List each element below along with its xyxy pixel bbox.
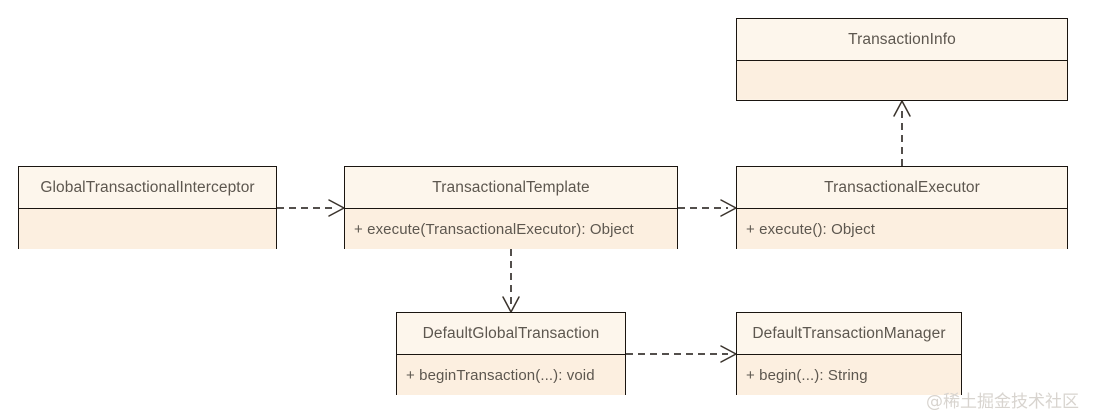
class-body-default-transaction-manager: + begin(...): String (737, 355, 961, 395)
class-name-global-transactional-interceptor: GlobalTransactionalInterceptor (40, 178, 255, 196)
class-header-default-global-transaction: DefaultGlobalTransaction (397, 313, 625, 355)
class-body-global-transactional-interceptor (19, 209, 276, 249)
class-name-default-transaction-manager: DefaultTransactionManager (752, 324, 946, 342)
class-body-transactional-template: + execute(TransactionalExecutor): Object (345, 209, 677, 249)
edge-template-to-default-global-transaction (502, 249, 520, 313)
class-member-execute: + execute(): Object (746, 220, 876, 238)
class-member-begin-transaction: + beginTransaction(...): void (406, 366, 595, 384)
class-header-transactional-template: TransactionalTemplate (345, 167, 677, 209)
class-member-execute: + execute(TransactionalExecutor): Object (354, 220, 634, 238)
watermark: @稀土掘金技术社区 (926, 392, 1079, 412)
class-box-default-global-transaction[interactable]: DefaultGlobalTransaction + beginTransact… (396, 312, 626, 395)
class-header-transaction-info: TransactionInfo (737, 19, 1067, 61)
class-body-default-global-transaction: + beginTransaction(...): void (397, 355, 625, 395)
class-box-default-transaction-manager[interactable]: DefaultTransactionManager + begin(...): … (736, 312, 962, 395)
class-header-default-transaction-manager: DefaultTransactionManager (737, 313, 961, 355)
class-body-transactional-executor: + execute(): Object (737, 209, 1067, 249)
edge-executor-to-info (893, 100, 911, 166)
edge-interceptor-to-template (277, 199, 345, 217)
edge-template-to-executor (678, 199, 737, 217)
class-box-global-transactional-interceptor[interactable]: GlobalTransactionalInterceptor (18, 166, 277, 249)
class-name-transactional-executor: TransactionalExecutor (824, 178, 980, 196)
class-body-transaction-info (737, 61, 1067, 99)
class-header-transactional-executor: TransactionalExecutor (737, 167, 1067, 209)
class-name-default-global-transaction: DefaultGlobalTransaction (422, 324, 600, 342)
class-header-global-transactional-interceptor: GlobalTransactionalInterceptor (19, 167, 276, 209)
class-box-transaction-info[interactable]: TransactionInfo (736, 18, 1068, 101)
class-name-transaction-info: TransactionInfo (848, 30, 956, 48)
edge-default-global-transaction-to-manager (626, 345, 737, 363)
class-box-transactional-template[interactable]: TransactionalTemplate + execute(Transact… (344, 166, 678, 249)
class-member-begin: + begin(...): String (746, 366, 868, 384)
class-name-transactional-template: TransactionalTemplate (432, 178, 590, 196)
class-box-transactional-executor[interactable]: TransactionalExecutor + execute(): Objec… (736, 166, 1068, 249)
